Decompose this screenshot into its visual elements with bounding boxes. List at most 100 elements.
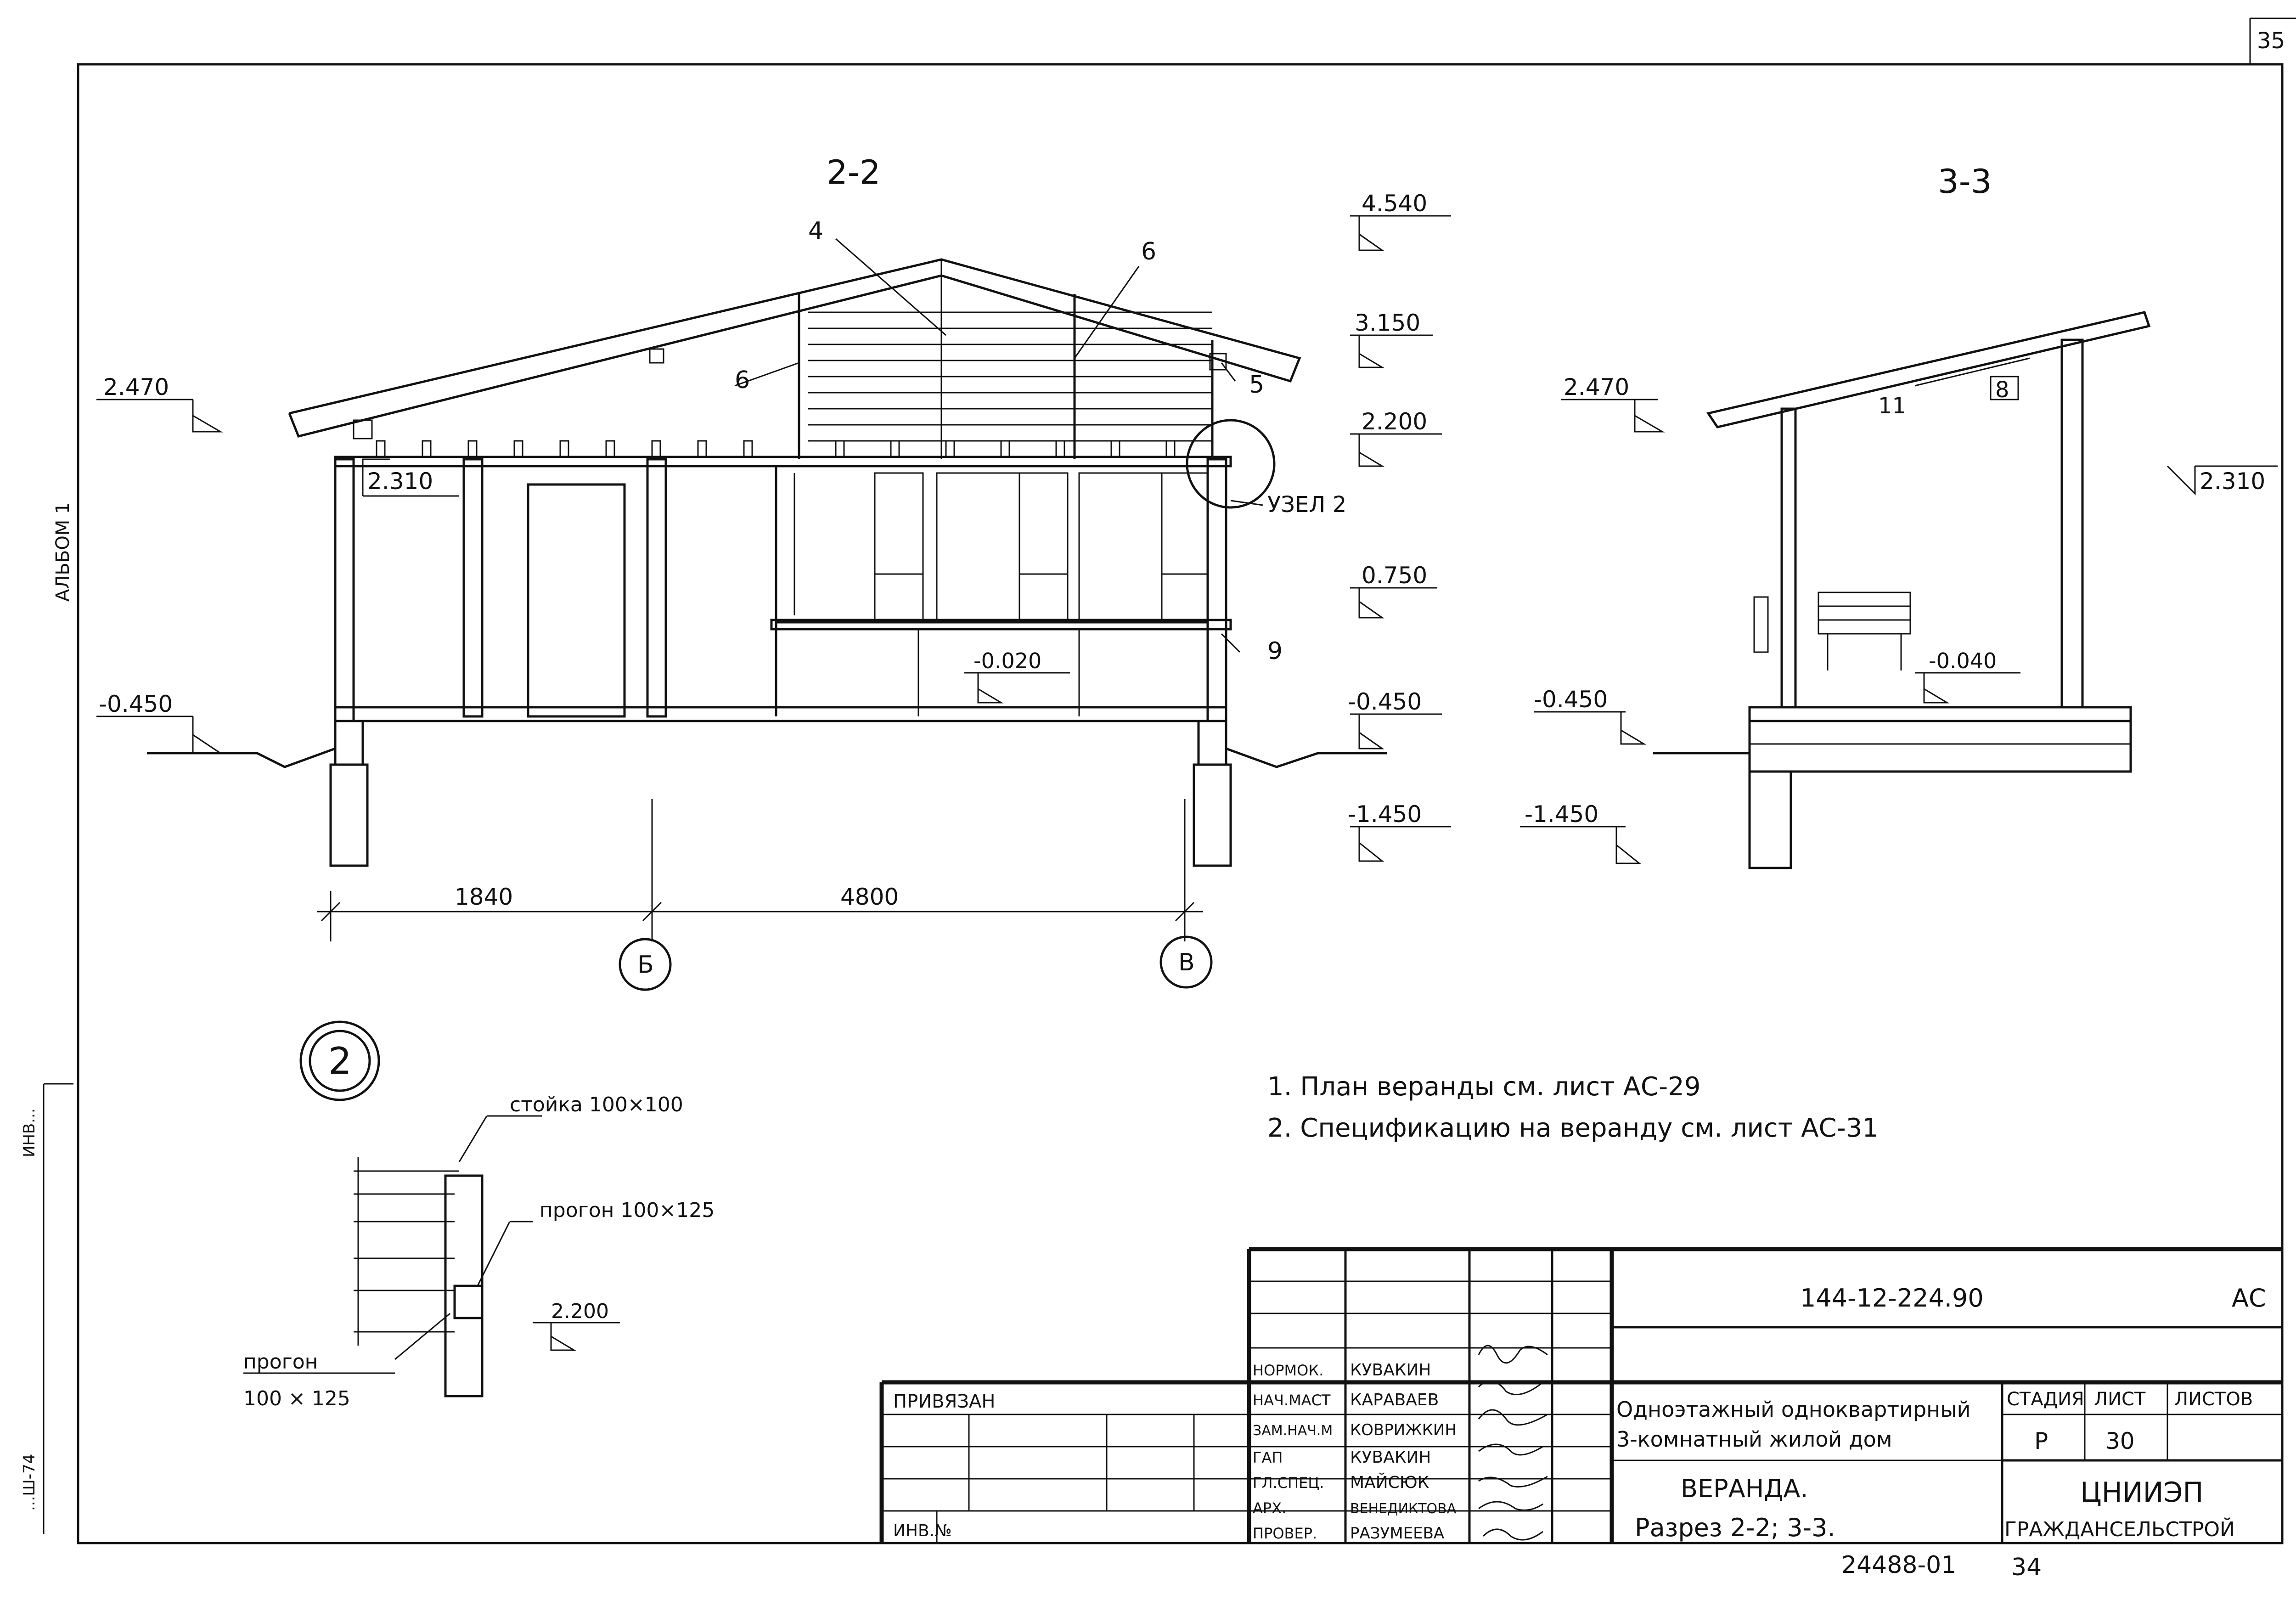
node-2-label: УЗЕЛ 2 [1267, 492, 1346, 518]
floor-and-foundation [147, 706, 1387, 867]
doc-code: 144-12-224.90 [1800, 1284, 1984, 1313]
level-2200: 2.200 [1362, 408, 1427, 435]
section-3-3: 3-3 11 8 2.470 2.310 - [1520, 162, 2278, 869]
roof-2-2 [288, 258, 1301, 459]
section-3-3-title: 3-3 [1938, 162, 1992, 201]
section-2-2-title: 2-2 [827, 153, 881, 192]
sheet-title-2: Разрез 2-2; 3-3. [1635, 1513, 1835, 1542]
level-marks-3-3 [1520, 399, 2278, 864]
bench [1753, 592, 1911, 670]
back-wall [2060, 338, 2084, 709]
axis-b-circle [619, 938, 672, 991]
album-label: АЛЬБОМ 1 [52, 502, 73, 602]
callouts-2-2 [734, 238, 1241, 653]
signatures [1478, 1345, 1548, 1541]
detail-level: 2.200 [551, 1300, 609, 1323]
callout-6-left: 6 [735, 366, 750, 394]
callout-11: 11 [1878, 393, 1906, 419]
dim-4800: 4800 [840, 884, 899, 910]
archive-sheet: 34 [2011, 1554, 2042, 1581]
role-4: ГАП [1253, 1449, 1283, 1466]
stage-header: СТАДИЯ [2007, 1389, 2084, 1410]
project-line-1: Одноэтажный одноквартирный [1616, 1397, 1970, 1422]
node-2-circle [1186, 419, 1276, 509]
level-minus-0450-left: -0.450 [99, 691, 173, 717]
note-1: 1. План веранды см. лист АС-29 [1267, 1072, 1700, 1102]
role-5: ГЛ.СПЕЦ. [1253, 1474, 1324, 1492]
general-notes: 1. План веранды см. лист АС-29 2. Специф… [1267, 1072, 1879, 1143]
privyazan-label: ПРИВЯЗАН [893, 1391, 995, 1412]
role-3: ЗАМ.НАЧ.М [1253, 1423, 1333, 1439]
ceiling-beam [334, 348, 1232, 468]
axis-b-label: Б [637, 951, 654, 979]
level-minus-0450: -0.450 [1348, 688, 1422, 715]
level-3150: 3.150 [1355, 310, 1420, 336]
sheet-header: ЛИСТ [2094, 1389, 2146, 1410]
walls-2-2 [334, 458, 1227, 722]
level-minus-0020: -0.020 [974, 648, 1041, 673]
name-5: МАЙСЮК [1350, 1473, 1429, 1492]
level-0750: 0.750 [1362, 562, 1427, 589]
foundation-fill-3-3 [1748, 720, 2132, 773]
sheet-frame [77, 17, 2296, 1544]
level-minus-0450-3-3: -0.450 [1534, 686, 1608, 713]
gable-siding [798, 294, 1214, 459]
title-block: 144-12-224.90 АС ПРИВЯЗАН ИНВ.№ НОРМОК. … [879, 1247, 2282, 1543]
role-6: АРХ. [1253, 1499, 1286, 1517]
level-minus-0040: -0.040 [1929, 648, 1997, 673]
project-line-2: 3-комнатный жилой дом [1616, 1427, 1892, 1452]
callout-6-right: 6 [1141, 238, 1156, 265]
callout-4: 4 [808, 217, 823, 245]
dimension-line-2-2 [317, 799, 1203, 941]
level-2470-left: 2.470 [103, 374, 169, 400]
callout-8: 8 [1995, 377, 2009, 403]
level-marks-2-2 [96, 215, 1451, 862]
margin-mark-2: ...Ш-74 [20, 1454, 39, 1511]
front-post [1780, 407, 1797, 709]
role-7: ПРОВЕР. [1253, 1525, 1317, 1542]
detail-post-label: стойка 100×100 [510, 1093, 683, 1116]
detail-number: 2 [328, 1040, 352, 1082]
roof-3-3 [1706, 311, 2151, 428]
level-4540: 4.540 [1362, 190, 1427, 217]
sheets-header: ЛИСТОВ [2174, 1389, 2253, 1410]
level-minus-1450-3-3: -1.450 [1525, 801, 1598, 828]
floor-3-3 [1748, 706, 2132, 722]
door-opening [527, 483, 626, 718]
sheet-value: 30 [2105, 1428, 2135, 1454]
role-2: НАЧ.МАСТ [1253, 1392, 1331, 1409]
stage-value: Р [2034, 1428, 2048, 1454]
sheet-title-1: ВЕРАНДА. [1681, 1474, 1808, 1503]
name-7: РАЗУМЕЕВА [1350, 1524, 1444, 1543]
detail-circle-outer [299, 1020, 380, 1101]
footing-3-3 [1748, 770, 1792, 869]
archive-number: 24488-01 [1841, 1551, 1956, 1579]
margin-mark-1: ИНВ... [20, 1108, 39, 1157]
level-2310-left: 2.310 [367, 468, 433, 495]
detail-node-2: 2 стойка 100×100 прогон 100×125 2.200 пр… [243, 1020, 715, 1410]
veranda-windows [770, 465, 1232, 716]
level-2310-3-3: 2.310 [2200, 468, 2265, 495]
page-number: 35 [2257, 28, 2285, 54]
note-2: 2. Спецификацию на веранду см. лист АС-3… [1267, 1113, 1879, 1143]
axis-v-label: В [1178, 949, 1195, 976]
level-2470-3-3: 2.470 [1564, 374, 1629, 400]
name-2: КАРАВАЕВ [1350, 1391, 1439, 1409]
org-line-2: ГРАЖДАНСЕЛЬСТРОЙ [2004, 1517, 2235, 1541]
detail-drawing [243, 1115, 620, 1397]
detail-purlin-label: прогон 100×125 [540, 1199, 715, 1222]
org-line-1: ЦНИИЭП [2080, 1476, 2203, 1509]
callout-5: 5 [1249, 371, 1264, 399]
name-6: ВЕНЕДИКТОВА [1350, 1501, 1457, 1517]
name-3: КОВРИЖКИН [1350, 1421, 1457, 1439]
callout-9: 9 [1267, 637, 1283, 665]
role-1: НОРМОК. [1253, 1362, 1323, 1379]
level-minus-1450: -1.450 [1348, 801, 1422, 828]
inv-label: ИНВ.№ [893, 1521, 952, 1540]
detail-circle-inner [309, 1030, 371, 1092]
doc-mark: АС [2232, 1284, 2266, 1313]
section-2-2: 2-2 [96, 153, 1451, 991]
name-1: КУВАКИН [1350, 1361, 1431, 1380]
detail-purlin2-label-2: 100 × 125 [243, 1387, 350, 1410]
